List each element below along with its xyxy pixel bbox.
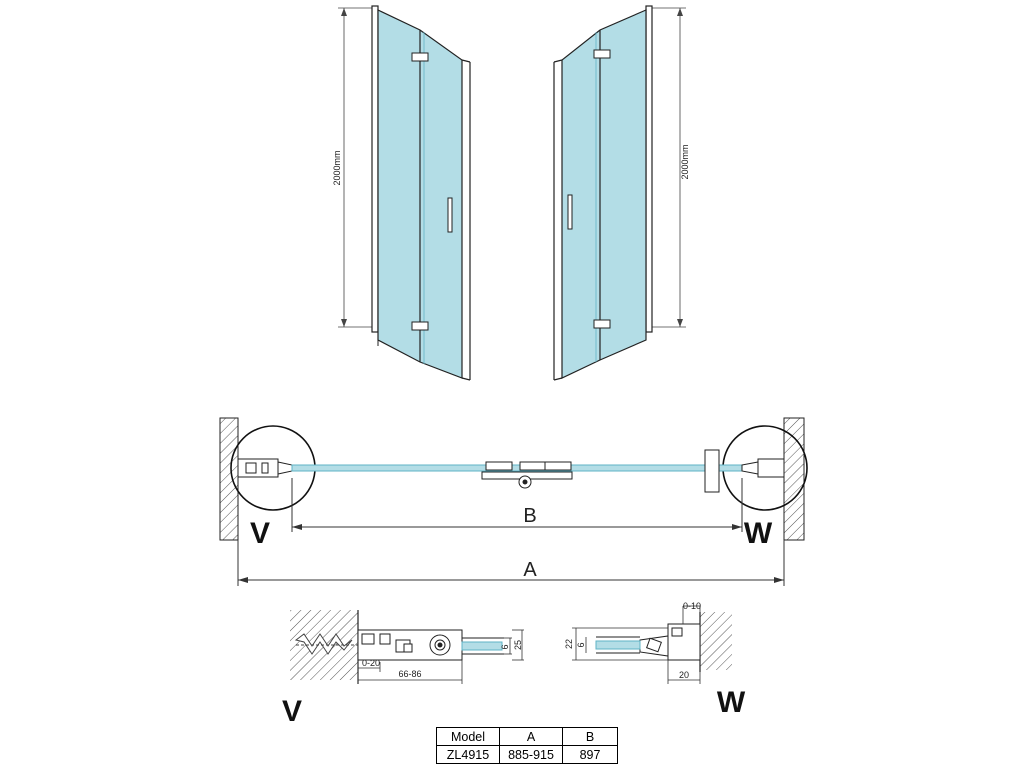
left-wall-profile <box>371 5 379 333</box>
plan-left-wall <box>219 417 239 541</box>
detail-w-glass <box>595 640 641 650</box>
spec-header-a: A <box>499 727 563 746</box>
right-bottom-hinge <box>593 319 611 329</box>
right-wall-profile <box>645 5 653 333</box>
spec-table-header-row: Model A B <box>436 727 618 746</box>
spec-cell-a: 885-915 <box>499 745 563 764</box>
spec-table: Model A B ZL4915 885-915 897 <box>436 727 618 764</box>
right-door-elevation: 2000mm <box>553 5 690 381</box>
detail-w-wall <box>700 612 732 670</box>
plan-glass <box>291 464 743 472</box>
plan-side-label-w: W <box>744 517 773 550</box>
detail-v-screws <box>294 633 362 655</box>
spec-cell-model: ZL4915 <box>436 745 500 764</box>
dim-a-line <box>237 540 785 586</box>
spec-table-row: ZL4915 885-915 897 <box>436 745 618 764</box>
detail-w-glass-label: 6 <box>576 642 586 647</box>
detail-v-profile-label: 25 <box>513 640 523 650</box>
detail-v-adjust-label: 0-20 <box>362 658 380 668</box>
detail-w-dims <box>572 605 701 684</box>
detail-w-height-label: 22 <box>564 639 574 649</box>
left-top-hinge <box>411 52 429 62</box>
detail-v-glass-label: 6 <box>500 644 510 649</box>
detail-v-dims <box>357 629 524 684</box>
spec-header-b: B <box>562 727 618 746</box>
plan-right-fitting <box>704 449 785 493</box>
plan-center-fitting <box>481 461 573 489</box>
left-bottom-hinge <box>411 321 429 331</box>
left-door-elevation: 2000mm <box>332 5 471 381</box>
detail-w: 0-10 22 6 20 W <box>564 601 746 719</box>
detail-w-width-label: 20 <box>679 670 689 680</box>
detail-v-profile <box>357 629 463 661</box>
right-height-label: 2000mm <box>680 144 690 179</box>
right-door-handle <box>567 194 573 230</box>
detail-w-adjust-label: 0-10 <box>683 601 701 611</box>
detail-v-depth-label: 66-86 <box>398 669 421 679</box>
detail-w-profile <box>639 623 701 661</box>
plan-side-label-v: V <box>250 517 270 550</box>
dim-b-label: B <box>523 505 536 527</box>
dim-a-label: A <box>523 559 537 581</box>
detail-w-label: W <box>717 686 746 719</box>
right-height-dimension <box>652 7 686 328</box>
spec-cell-b: 897 <box>562 745 618 764</box>
right-top-hinge <box>593 49 611 59</box>
left-height-dimension <box>338 7 372 328</box>
plan-view: B A V W <box>219 417 808 586</box>
spec-header-model: Model <box>436 727 500 746</box>
detail-v: 0-20 66-86 6 25 V <box>282 610 524 728</box>
detail-v-label: V <box>282 695 302 728</box>
plan-left-fitting <box>237 458 293 478</box>
plan-right-wall <box>783 417 805 541</box>
left-door-handle <box>447 197 453 233</box>
detail-v-glass <box>461 641 503 651</box>
dim-b-line <box>291 478 743 532</box>
left-height-label: 2000mm <box>332 150 342 185</box>
